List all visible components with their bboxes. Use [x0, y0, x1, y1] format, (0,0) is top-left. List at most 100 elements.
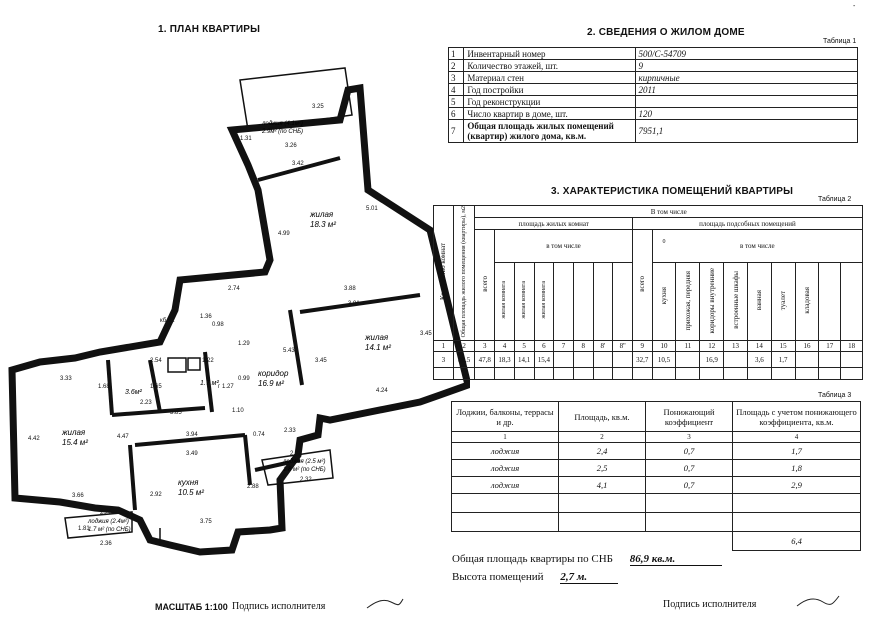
- room-label-3: жилая: [61, 428, 86, 437]
- dim-18: 1.22: [202, 358, 214, 364]
- h-all: всего: [480, 275, 489, 292]
- room-area-9: 3.6м²: [125, 389, 143, 396]
- room-label-6: лоджия (4.1м²): [261, 121, 303, 127]
- dim-7: кб.32: [160, 318, 175, 324]
- h-kitchen: кухня: [660, 286, 669, 304]
- h-loggia-name: Лоджии, балконы, террасы и др.: [451, 401, 559, 432]
- dim-12: 5.43: [283, 348, 295, 354]
- dim-41: 3.75: [200, 519, 212, 525]
- dim-16: 3.33: [60, 376, 72, 382]
- dim-30: 0.74: [253, 432, 265, 438]
- dim-23: 0.99: [238, 376, 250, 382]
- loggia-row-1: лоджия 2,4 0,7 1,7: [451, 442, 861, 460]
- room-area-7: 1.8 м² (по СНБ): [283, 467, 326, 473]
- room-area-3: 15.4 м²: [62, 438, 88, 447]
- dim-14: 3.45: [420, 331, 432, 337]
- dim-5: 5.01: [366, 206, 378, 212]
- loggia-row-3: лоджия 4,1 0,7 2,9: [451, 476, 861, 494]
- page-marker: -: [853, 3, 856, 10]
- house-title: 2. СВЕДЕНИЯ О ЖИЛОМ ДОМЕ: [587, 27, 745, 38]
- dim-22: 1.27: [222, 384, 234, 390]
- dim-42: г: [218, 384, 221, 390]
- house-row-4: 4 Год постройки 2011: [447, 83, 859, 96]
- rooms-table: Количество комнат Общая площадь жилого п…: [433, 204, 864, 381]
- dim-9: 0.98: [212, 322, 224, 328]
- dim-29: 3.94: [186, 432, 198, 438]
- dim-21: 1.65: [150, 384, 162, 390]
- rooms-title: 3. ХАРАКТЕРИСТИКА ПОМЕЩЕНИЙ КВАРТИРЫ: [551, 186, 794, 197]
- room-label-7: лоджия (2.5 м²): [282, 459, 326, 465]
- house-row-1: 1 Инвентарный номер 500/С-54709: [447, 47, 859, 60]
- dim-32: 3.49: [186, 451, 198, 457]
- floor-plan-drawing: жилая 18.3 м² жилая 14.1 м² жилая 15.4 м…: [8, 67, 470, 556]
- dim-8: 1.36: [200, 314, 212, 320]
- h-lr2: жилая комната: [521, 281, 528, 320]
- dim-25: 3.85: [170, 410, 182, 416]
- house-row-3: 3 Материал стен кирпичные: [447, 71, 859, 84]
- dim-28: 4.47: [117, 434, 129, 440]
- table3-label: Таблица 3: [818, 392, 852, 399]
- table1-label: Таблица 1: [823, 38, 857, 45]
- height-label: Высота помещений: [452, 571, 544, 583]
- total-area-value: 86,9 кв.м.: [629, 553, 722, 566]
- total-area-line: Общая площадь квартиры по СНБ 86,9 кв.м.: [452, 553, 722, 566]
- dim-39: 1.81: [78, 526, 90, 532]
- h-lr1: жилая комната: [501, 281, 508, 320]
- h-pantry: кладовая: [803, 287, 811, 314]
- h-bath: ванная: [755, 290, 764, 311]
- plan-signature-label: Подпись исполнителя: [232, 601, 326, 612]
- h-zero: 0: [662, 238, 666, 245]
- dim-0: 3.25: [312, 104, 324, 110]
- room-area-1: 18.3 м²: [310, 220, 336, 229]
- house-row-6: 6 Число квартир в доме, шт. 120: [447, 107, 859, 120]
- h-loggia-coef: Понижающий коэффициент: [645, 401, 733, 432]
- rooms-values-row: 3 80,5 47,8 18,3 14,1 15,4 32,7 10,5 16,…: [433, 351, 863, 369]
- dim-10: 3.88: [344, 286, 356, 292]
- dim-19: 1.29: [238, 341, 250, 347]
- loggias-table: Лоджии, балконы, террасы и др. Площадь, …: [451, 401, 861, 551]
- house-info-table: 1 Инвентарный номер 500/С-54709 2 Количе…: [447, 47, 859, 143]
- dim-36: 2.92: [150, 492, 162, 498]
- h-in-that2: в том числе: [651, 228, 864, 264]
- room-area-8: 1.7 м² (по СНБ): [88, 527, 131, 533]
- summary-signature-label: Подпись исполнителя: [663, 599, 757, 610]
- h-closet: встроенные шкафы: [731, 271, 740, 330]
- h-loggia-area: Площадь, кв.м.: [558, 401, 646, 432]
- room-area-2: 14.1 м²: [365, 343, 391, 352]
- dim-38: 2.26: [100, 510, 112, 516]
- dim-3: 3.42: [292, 161, 304, 167]
- dim-11: 3.91: [348, 301, 360, 307]
- h-aux: площадь подсобных помещений: [631, 217, 864, 230]
- h-incl: В том числе: [474, 205, 863, 218]
- dim-20: 1.68: [98, 384, 110, 390]
- dim-15: 4.24: [376, 388, 388, 394]
- h-corr: коридоры внутренние: [707, 267, 716, 334]
- dim-40: 2.36: [100, 541, 112, 547]
- dim-1: 1.31: [240, 136, 252, 142]
- dim-31: 2.33: [284, 428, 296, 434]
- h-living: площадь жилых комнат: [474, 217, 633, 230]
- loggia-row-2: лоджия 2,5 0,7 1,8: [451, 459, 861, 477]
- room-area-5: 10.5 м²: [178, 488, 204, 497]
- dim-13: 3.45: [315, 358, 327, 364]
- dim-34: 2.32: [300, 477, 312, 483]
- height-value: 2,7 м.: [560, 571, 619, 584]
- room-label-2: жилая: [364, 333, 389, 342]
- dim-27: 4.42: [28, 436, 40, 442]
- house-row-2: 2 Количество этажей, шт. 9: [447, 59, 859, 72]
- dim-6: 2.74: [228, 286, 240, 292]
- dim-4: 4.99: [278, 231, 290, 237]
- signature-mark-1: [366, 598, 404, 609]
- room-label-1: жилая: [309, 210, 334, 219]
- plan-title: 1. ПЛАН КВАРТИРЫ: [158, 24, 261, 35]
- dim-26: 1.10: [232, 408, 244, 414]
- house-row-7: 7 Общая площадь жилых помещений (квартир…: [447, 119, 859, 143]
- signature-mark-2: [796, 595, 840, 607]
- h-in-that: в том числе: [494, 228, 633, 264]
- dim-37: 2.88: [247, 484, 259, 490]
- h-hall: прихожая, передняя: [683, 270, 692, 330]
- house-row-5: 5 Год реконструкции: [447, 95, 859, 108]
- scale-label: МАСШТАБ 1:100: [155, 602, 228, 612]
- dim-17: 2.54: [150, 358, 162, 364]
- h-wc: туалет: [779, 290, 788, 310]
